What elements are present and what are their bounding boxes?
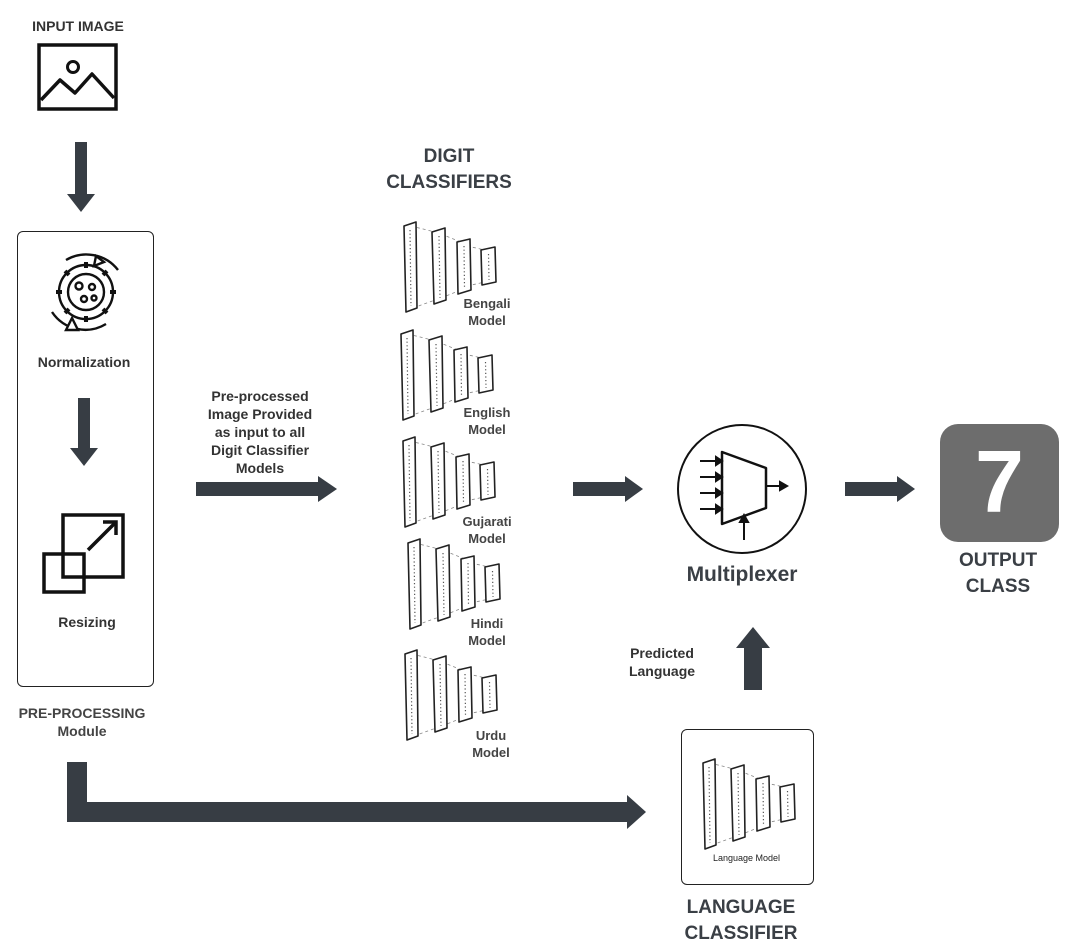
model-suffix: Model	[468, 313, 506, 328]
output-class-title-line2: CLASS	[965, 576, 1031, 597]
preprocessed-note-line: Pre-processed	[211, 388, 309, 404]
predicted-language-label: Predicted Language	[612, 644, 712, 680]
normalization-label: Normalization	[37, 354, 131, 370]
model-name: Gujarati	[462, 514, 512, 529]
model-name: English	[463, 405, 511, 420]
preprocessing-module-box	[17, 231, 154, 687]
model-name: Hindi	[470, 616, 504, 631]
urdu-model-label: Urdu Model	[456, 727, 526, 761]
output-class-title: OUTPUT CLASS	[926, 548, 1070, 600]
arrow-to-output	[845, 476, 915, 502]
language-classifier-title-line1: LANGUAGE	[686, 897, 796, 918]
preprocessed-note-line: as input to all	[214, 424, 306, 440]
resizing-label: Resizing	[58, 614, 116, 630]
english-model-label: English Model	[452, 404, 522, 438]
preprocessing-module-label-line1: PRE-PROCESSING	[18, 705, 146, 721]
language-classifier-box	[681, 729, 814, 885]
digit-classifiers-title-line1: DIGIT	[423, 146, 475, 167]
preprocessing-module-label: PRE-PROCESSING Module	[4, 704, 160, 740]
preprocessed-note-line: Models	[235, 460, 285, 476]
arrow-preprocessing-to-language	[67, 762, 646, 829]
arrow-to-multiplexer	[573, 476, 643, 502]
bengali-model-label: Bengali Model	[452, 295, 522, 329]
arrow-language-to-multiplexer	[736, 627, 770, 690]
gear-cycle-icon	[51, 253, 119, 332]
preprocessed-note-line: Digit Classifier	[210, 442, 310, 458]
model-name: Urdu	[475, 728, 507, 743]
predicted-language-line2: Language	[628, 663, 696, 679]
model-suffix: Model	[468, 422, 506, 437]
input-image-label: INPUT IMAGE	[32, 18, 124, 34]
output-class-title-line1: OUTPUT	[958, 550, 1038, 571]
language-classifier-title-line2: CLASSIFIER	[684, 923, 798, 944]
language-model-label: Language Model	[712, 853, 781, 863]
image-icon	[37, 43, 118, 111]
gujarati-model-label: Gujarati Model	[452, 513, 522, 547]
language-classifier-title: LANGUAGE CLASSIFIER	[656, 895, 826, 947]
model-suffix: Model	[468, 531, 506, 546]
resize-icon	[42, 513, 125, 594]
hindi-model-label: Hindi Model	[452, 615, 522, 649]
model-suffix: Model	[472, 745, 510, 760]
output-digit: 7	[975, 432, 1024, 531]
arrow-normalization-to-resizing	[70, 398, 98, 466]
arrow-to-classifiers	[196, 476, 337, 502]
predicted-language-line1: Predicted	[630, 645, 694, 661]
preprocessed-note: Pre-processed Image Provided as input to…	[196, 387, 324, 477]
digit-classifiers-title: DIGIT CLASSIFIERS	[368, 144, 530, 196]
model-name: Bengali	[463, 296, 511, 311]
multiplexer-label: Multiplexer	[686, 563, 798, 586]
digit-classifiers-title-line2: CLASSIFIERS	[386, 172, 512, 193]
multiplexer-icon	[677, 424, 807, 554]
model-suffix: Model	[468, 633, 506, 648]
preprocessing-module-label-line2: Module	[57, 723, 107, 739]
output-digit-box	[940, 424, 1059, 542]
arrow-input-to-preprocessing	[67, 142, 95, 212]
preprocessed-note-line: Image Provided	[207, 406, 313, 422]
